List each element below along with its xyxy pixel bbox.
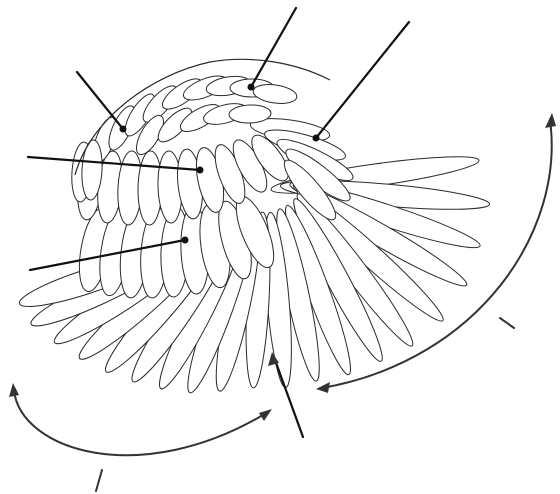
pointer-top-center	[248, 8, 297, 91]
primary-feathers	[242, 149, 490, 388]
pointer-top-right	[313, 22, 410, 142]
wing-illustration	[16, 59, 491, 396]
pointer-left-upper	[77, 72, 127, 133]
arc-bottom-left-secondaries	[9, 383, 272, 491]
